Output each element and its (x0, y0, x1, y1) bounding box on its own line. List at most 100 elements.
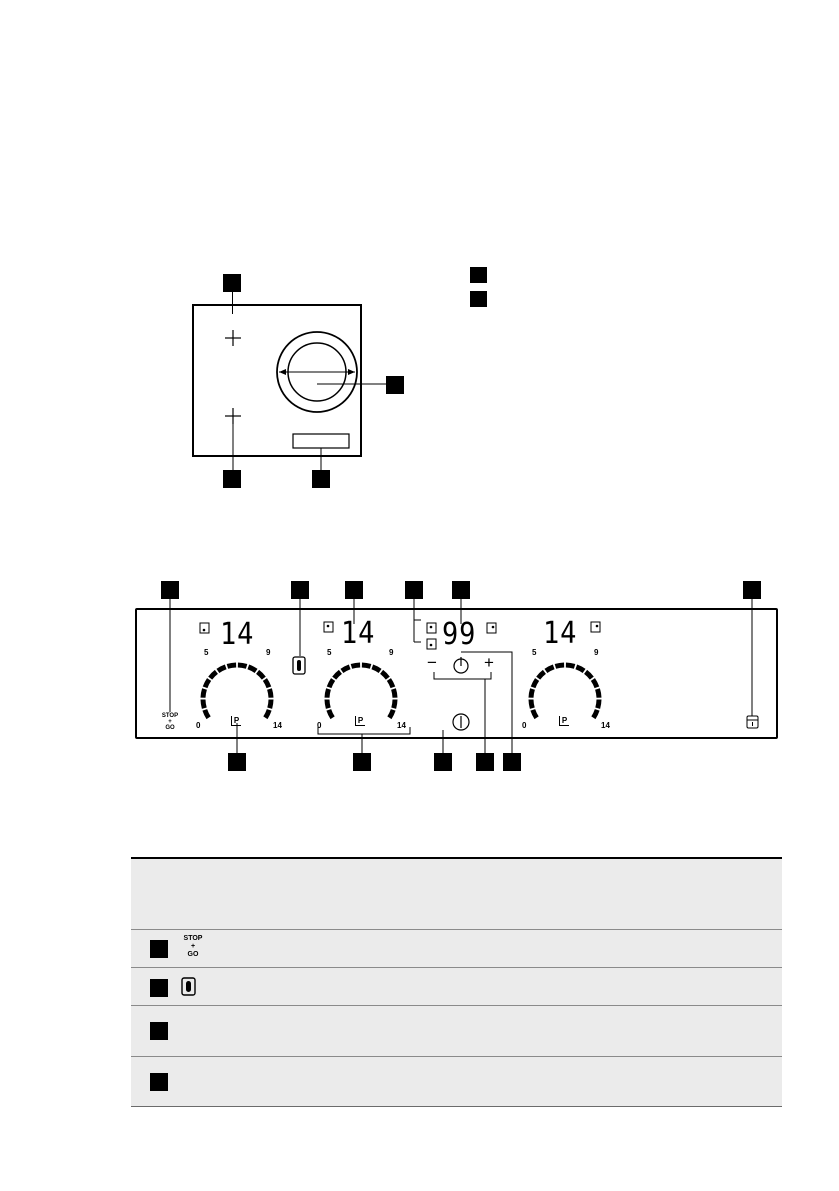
dial-segment[interactable] (256, 669, 266, 680)
cooking-zone-cross-bottom (225, 408, 241, 424)
dial-segment[interactable] (267, 699, 274, 709)
dial-segment[interactable] (591, 709, 600, 720)
legend-marker (470, 267, 487, 283)
row-marker (150, 1073, 168, 1091)
scale-label: 0 (522, 721, 527, 730)
table-header (131, 859, 782, 929)
scale-label: 5 (327, 648, 332, 657)
bridge-icon (181, 977, 196, 996)
heat-dials (200, 662, 602, 720)
callout-marker (353, 753, 371, 771)
table-row (131, 1005, 782, 1057)
plus-label: + (190, 943, 196, 950)
dial-segment[interactable] (595, 688, 602, 698)
dial-segment[interactable] (595, 699, 602, 709)
dial-segment[interactable] (247, 664, 258, 673)
table-row (131, 967, 782, 1006)
dial-segment[interactable] (371, 664, 382, 673)
scale-label: 0 (317, 721, 322, 730)
timer-display: 99 (442, 617, 477, 652)
power-boost-icon[interactable]: P (559, 716, 569, 726)
dial-segment[interactable] (202, 709, 211, 720)
table-bottom-rule (131, 1106, 782, 1107)
stop-label: STOP (183, 935, 203, 942)
dial-segment[interactable] (386, 678, 396, 689)
dial-segment[interactable] (387, 709, 396, 720)
dial-segment[interactable] (226, 662, 237, 669)
dial-segment[interactable] (326, 678, 336, 689)
dial-segment[interactable] (208, 669, 218, 680)
hob-diagram-marks (225, 330, 386, 470)
dial-segment[interactable] (326, 709, 335, 720)
dial-segment[interactable] (200, 699, 207, 709)
timer-minus-button[interactable]: − (427, 653, 437, 672)
row-marker (150, 1022, 168, 1040)
dial-segment[interactable] (536, 669, 546, 680)
dial-segment[interactable] (530, 709, 539, 720)
callout-marker (476, 753, 494, 771)
dial-segment[interactable] (584, 669, 594, 680)
lock-icon (746, 715, 759, 729)
stop-go-button[interactable]: STOP + GO (161, 713, 179, 731)
induction-zone-outer (276, 331, 358, 413)
dial-segment[interactable] (575, 664, 586, 673)
dial-segment[interactable] (530, 678, 540, 689)
dial-segment[interactable] (391, 699, 398, 709)
dial-segment[interactable] (263, 709, 272, 720)
scale-label: 9 (389, 648, 394, 657)
cooking-zone-cross-top (225, 330, 241, 346)
scale-label: 14 (273, 721, 282, 730)
dial-segment[interactable] (267, 688, 274, 698)
dial-segment[interactable] (237, 662, 248, 669)
dial-segment[interactable] (216, 664, 227, 673)
row-marker (150, 979, 168, 997)
dial-segment[interactable] (380, 669, 390, 680)
panel-callout-lines (169, 599, 753, 753)
callout-marker (312, 470, 330, 488)
dial-segment[interactable] (324, 699, 331, 709)
dial-segment[interactable] (200, 688, 207, 698)
callout-marker (503, 753, 521, 771)
dial-segment[interactable] (528, 688, 535, 698)
scale-label: 5 (204, 648, 209, 657)
plus-label: + (168, 719, 172, 725)
scale-label: 5 (532, 648, 537, 657)
table-top-rule (131, 857, 782, 859)
power-boost-icon[interactable]: P (231, 716, 241, 726)
scale-label: 9 (594, 648, 599, 657)
panel-indicators (199, 621, 759, 731)
table-row (131, 1056, 782, 1107)
dial-segment[interactable] (340, 664, 351, 673)
callout-marker (743, 581, 761, 599)
dial-segment[interactable] (565, 662, 576, 669)
control-panel (135, 608, 778, 739)
callout-marker (452, 581, 470, 599)
timer-plus-button[interactable]: + (484, 653, 494, 672)
dial-segment[interactable] (361, 662, 372, 669)
bridge-icon (292, 656, 306, 675)
left-zone-display: 14 (220, 617, 255, 652)
stop-go-icon: STOP + GO (181, 935, 205, 959)
row-marker (150, 940, 168, 958)
power-boost-icon[interactable]: P (355, 716, 365, 726)
dial-segment[interactable] (262, 678, 272, 689)
callout-marker (434, 753, 452, 771)
dial-segment[interactable] (350, 662, 361, 669)
middle-zone-display: 14 (341, 616, 376, 651)
right-zone-display: 14 (543, 616, 578, 651)
dial-segment[interactable] (544, 664, 555, 673)
dial-segment[interactable] (528, 699, 535, 709)
dial-segment[interactable] (391, 688, 398, 698)
dial-segment[interactable] (202, 678, 212, 689)
scale-label: 14 (397, 721, 406, 730)
callout-marker (161, 581, 179, 599)
on-off-icon (452, 713, 470, 731)
dial-segment[interactable] (554, 662, 565, 669)
go-label: GO (187, 951, 199, 958)
legend-marker (470, 291, 487, 307)
callout-marker (345, 581, 363, 599)
dial-segment[interactable] (590, 678, 600, 689)
dial-segment[interactable] (324, 688, 331, 698)
dial-segment[interactable] (332, 669, 342, 680)
callout-marker (386, 376, 404, 394)
